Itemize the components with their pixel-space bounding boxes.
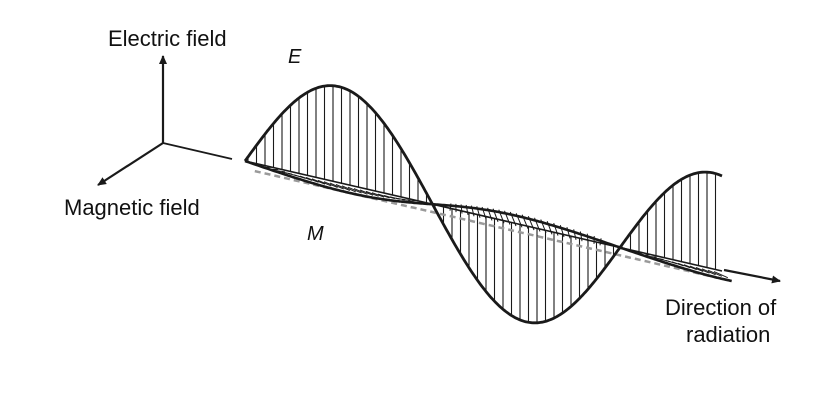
magnetic-hatch-line: [317, 179, 332, 187]
direction-label-line2: radiation: [686, 322, 770, 347]
magnetic-hatch-line: [671, 261, 684, 267]
magnetic-hatch-line: [701, 268, 716, 276]
magnetic-hatch-line: [305, 177, 319, 183]
electric-wave-hatching: [247, 85, 717, 323]
magnetic-hatch-line: [677, 262, 691, 269]
magnetic-hatch-line: [329, 182, 344, 190]
propagation-axis-back: [162, 142, 233, 160]
magnetic-hatch-line: [365, 190, 379, 197]
magnetic-hatch-line: [359, 189, 374, 196]
direction-arrow: [723, 268, 781, 284]
magnetic-hatch-line: [335, 183, 351, 191]
magnetic-hatch-line: [299, 175, 313, 181]
m-wave-label: M: [307, 223, 324, 245]
magnetic-field-label: Magnetic field: [64, 195, 200, 220]
magnetic-hatch-line: [695, 267, 710, 274]
electric-field-label: Electric field: [108, 26, 227, 51]
magnetic-hatch-line: [401, 199, 411, 201]
magnetic-field-axis: [97, 142, 164, 186]
propagation-axis: [244, 160, 723, 272]
axes: [97, 55, 233, 186]
magnetic-hatch-line: [341, 185, 357, 193]
magnetic-hatch-line: [377, 193, 390, 199]
magnetic-hatch-line: [347, 186, 362, 194]
electric-wave: [243, 84, 723, 325]
magnetic-hatch-line: [689, 265, 704, 272]
magnetic-hatch-line: [311, 178, 326, 185]
magnetic-wave: [244, 159, 732, 283]
magnetic-hatch-line: [713, 271, 729, 279]
direction-label-line1: Direction of: [665, 295, 777, 320]
magnetic-hatch-line: [353, 188, 368, 195]
e-wave-label: E: [288, 46, 302, 68]
magnetic-hatch-line: [707, 269, 723, 277]
magnetic-hatch-line: [371, 192, 385, 198]
magnetic-hatch-line: [323, 181, 338, 188]
magnetic-hatch-line: [683, 264, 697, 271]
